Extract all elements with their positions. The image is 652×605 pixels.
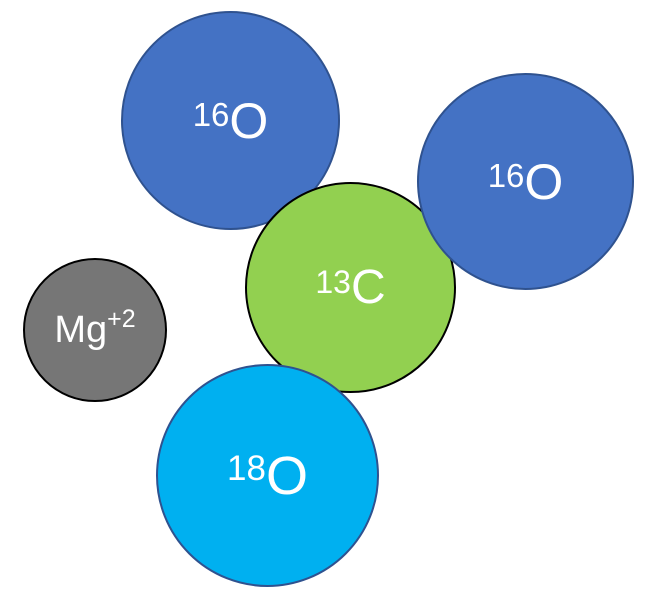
element-symbol: O xyxy=(229,92,269,149)
ion-charge: +2 xyxy=(107,305,136,333)
mass-number: 16 xyxy=(192,95,230,133)
mass-number: 13 xyxy=(315,263,351,300)
atom-label: Mg+2 xyxy=(54,307,135,351)
element-symbol: C xyxy=(350,260,386,314)
mass-number: 18 xyxy=(227,448,266,488)
element-symbol: O xyxy=(265,445,308,506)
element-symbol: Mg xyxy=(54,309,108,351)
mass-number: 16 xyxy=(487,156,525,194)
magnesium-ion: Mg+2 xyxy=(23,258,167,402)
element-symbol: O xyxy=(524,153,564,210)
